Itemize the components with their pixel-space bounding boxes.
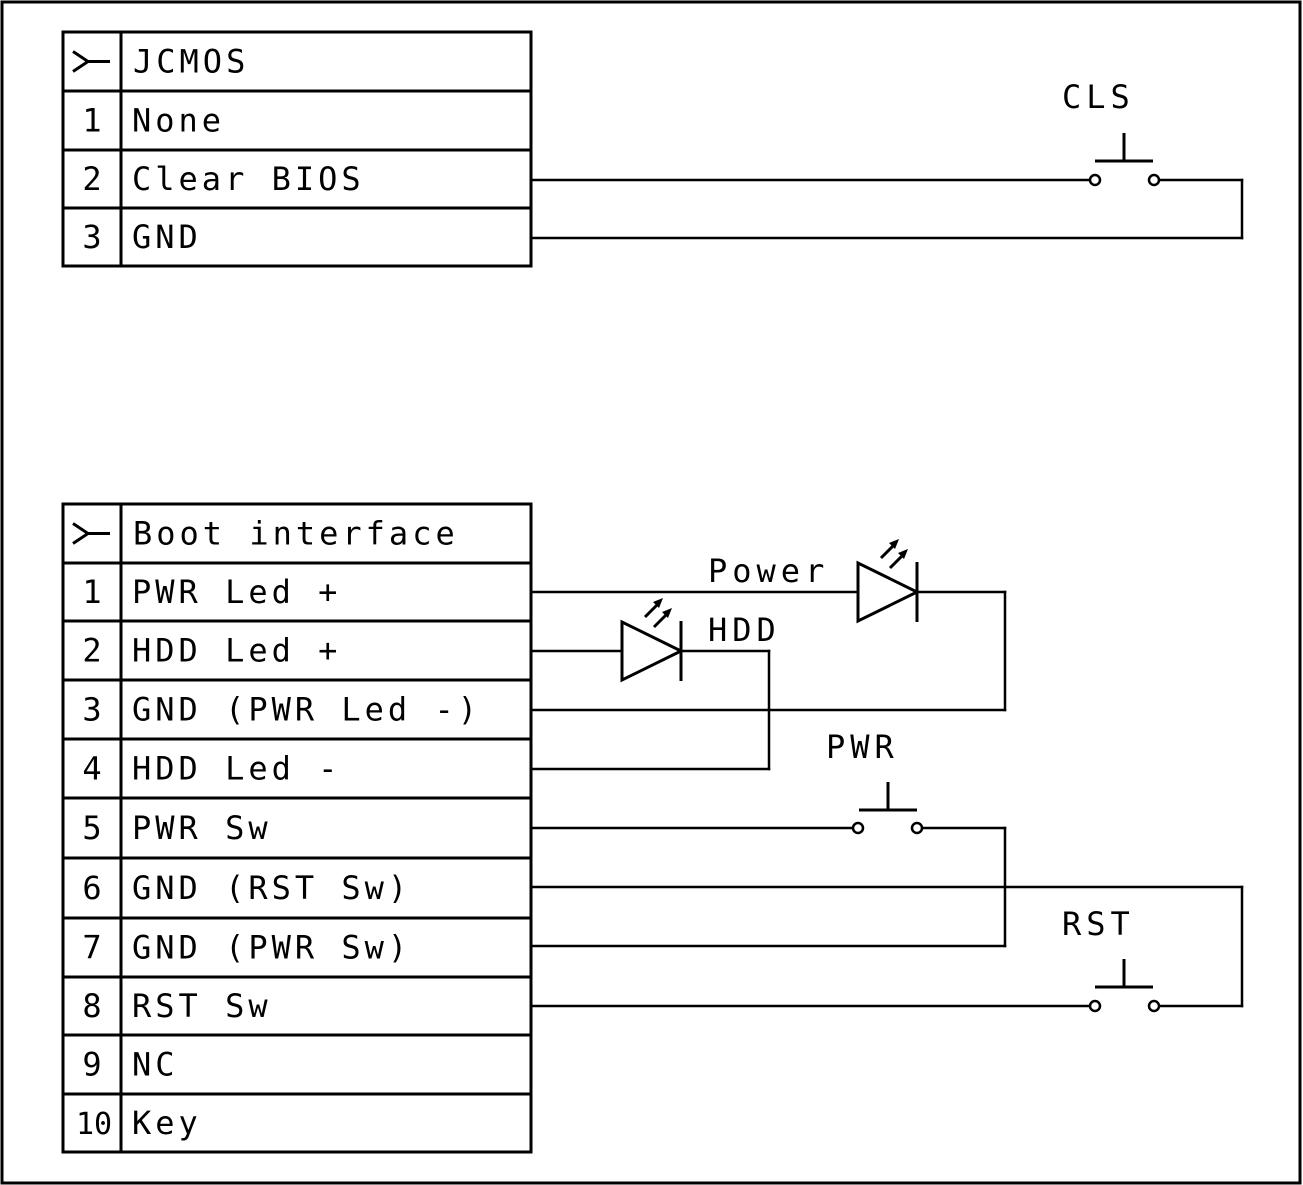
pin-label: NC — [132, 1046, 179, 1084]
pin-number: 1 — [82, 573, 105, 611]
pin-label: GND (PWR Sw) — [132, 929, 411, 967]
cls-switch: CLS — [1062, 78, 1161, 187]
pin-number: 4 — [82, 750, 105, 788]
push-button-switch-icon — [1088, 959, 1161, 1013]
pin-label: GND (RST Sw) — [132, 869, 411, 907]
pin-label-cell — [119, 1092, 533, 1154]
connector-pin-row: 10 Key — [61, 1092, 533, 1154]
power-led-label: Power — [708, 552, 829, 590]
pin-label: Clear BIOS — [132, 160, 365, 198]
cls-switch-label: CLS — [1062, 78, 1135, 116]
pin-number: 1 — [82, 102, 105, 140]
push-button-switch-icon — [1088, 133, 1161, 187]
boot-wiring — [530, 590, 1244, 1008]
connector-icon — [72, 50, 110, 73]
hdd-led-label: HDD — [708, 611, 781, 649]
connector-pin-row: 1 None — [61, 89, 533, 152]
pin-number: 10 — [76, 1107, 112, 1142]
led-icon — [856, 539, 921, 624]
pin-number: 2 — [82, 632, 105, 670]
connector-icon — [72, 522, 110, 545]
pin-label: None — [132, 102, 225, 140]
power-led: Power — [708, 539, 921, 624]
pin-number: 3 — [82, 691, 105, 729]
pin-label: HDD Led - — [132, 750, 341, 788]
pin-number: 5 — [82, 809, 105, 847]
connector-pin-row: 2 HDD Led + — [61, 619, 533, 682]
pin-label: GND (PWR Led -) — [132, 691, 481, 729]
jcmos-wiring — [530, 178, 1244, 240]
pin-number: 8 — [82, 987, 105, 1025]
pin-label: RST Sw — [132, 987, 272, 1025]
connector-title: JCMOS — [133, 43, 249, 81]
hdd-led: HDD — [620, 598, 781, 683]
pin-number: 6 — [82, 869, 105, 907]
rst-switch-label: RST — [1062, 905, 1135, 943]
pwr-switch: PWR — [826, 728, 924, 835]
pin-number: 9 — [82, 1046, 105, 1084]
push-button-switch-icon — [851, 782, 924, 835]
pin-number: 7 — [82, 929, 105, 967]
pwr-switch-label: PWR — [826, 728, 899, 766]
pin-number: 3 — [82, 218, 105, 256]
pin-number: 2 — [82, 160, 105, 198]
pin-label: PWR Sw — [132, 809, 272, 847]
connector-title: Boot interface — [133, 515, 459, 553]
pin-label: Key — [132, 1104, 202, 1142]
jcmos-connector-table: JCMOS 1 None 2 Clear BIOS 3 GND — [61, 30, 533, 268]
connector-pin-row: 1 PWR Led + — [61, 561, 533, 623]
led-icon — [620, 598, 685, 683]
pin-label: PWR Led + — [132, 573, 341, 611]
pin-label: GND — [132, 218, 202, 256]
rst-switch: RST — [1062, 905, 1161, 1013]
pin-label: HDD Led + — [132, 632, 341, 670]
